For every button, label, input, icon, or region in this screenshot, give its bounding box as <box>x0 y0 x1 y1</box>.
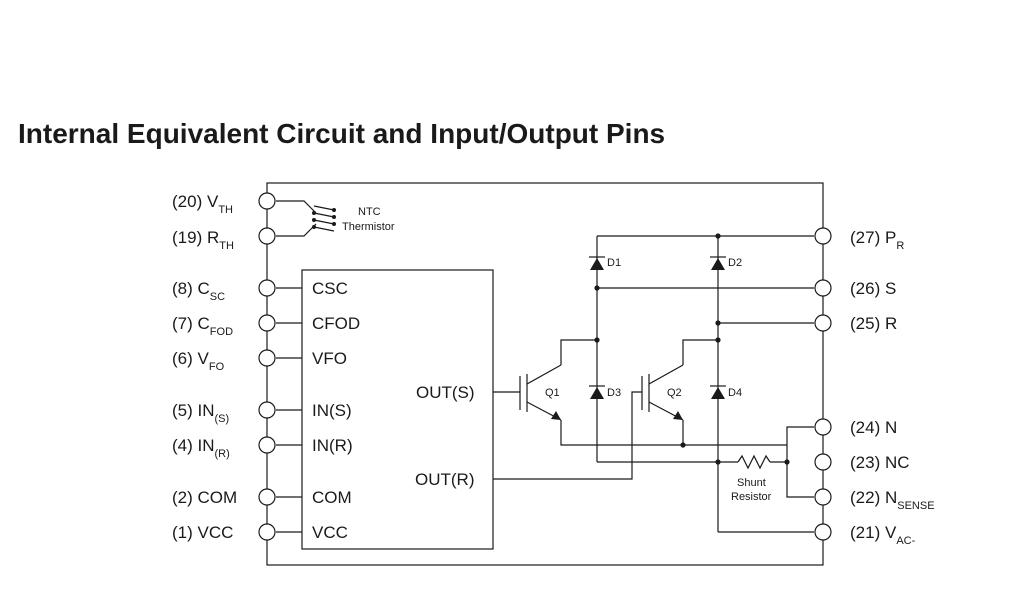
shunt-label: Shunt <box>737 477 766 489</box>
ic-out-r-label: OUT(R) <box>415 470 474 489</box>
ntc-thermistor: NTC Thermistor <box>276 200 395 237</box>
ntc-label-2: Thermistor <box>342 221 395 233</box>
right-pin-label: (22) NSENSE <box>850 488 935 512</box>
left-pin-label: (2) COM <box>172 488 237 507</box>
pin-terminal <box>258 436 276 454</box>
pin-terminal <box>258 314 276 332</box>
ic-input-label: IN(R) <box>312 436 353 455</box>
pin-terminal <box>814 488 832 506</box>
svg-text:Q2: Q2 <box>667 387 682 399</box>
ic-input-label: VCC <box>312 523 348 542</box>
diode-d3: D3 <box>589 385 621 399</box>
left-pin-label: (7) CFOD <box>172 314 233 338</box>
pin-terminal <box>814 279 832 297</box>
left-pin-label: (20) VTH <box>172 192 233 216</box>
shunt-label-2: Resistor <box>731 491 772 503</box>
left-pin-labels: (20) VTH (19) RTH (8) CSC (7) CFOD (6) V… <box>172 192 237 542</box>
pin-terminal <box>814 227 832 245</box>
svg-text:D4: D4 <box>728 387 742 399</box>
pin-terminal <box>258 349 276 367</box>
pin-terminal <box>814 418 832 436</box>
pin-terminal <box>258 227 276 245</box>
diode-d2: D2 <box>710 256 742 270</box>
ic-input-label: COM <box>312 488 352 507</box>
right-pin-label: (24) N <box>850 418 897 437</box>
svg-text:D2: D2 <box>728 257 742 269</box>
ic-input-label: IN(S) <box>312 401 352 420</box>
right-terminals <box>814 227 832 541</box>
pin-terminal <box>258 488 276 506</box>
ic-input-label: CSC <box>312 279 348 298</box>
pin-terminal <box>258 401 276 419</box>
right-pin-label: (21) VAC- <box>850 523 916 547</box>
svg-text:Q1: Q1 <box>545 387 560 399</box>
left-pin-label: (19) RTH <box>172 228 234 252</box>
pin-terminal <box>814 453 832 471</box>
power-stage-wires <box>493 235 814 533</box>
svg-text:D3: D3 <box>607 387 621 399</box>
diode-d1: D1 <box>589 256 621 270</box>
pin-terminal <box>258 279 276 297</box>
svg-text:D1: D1 <box>607 257 621 269</box>
left-pin-label: (1) VCC <box>172 523 233 542</box>
junction-dots <box>594 233 790 465</box>
ic-input-labels: CSC CFOD VFO IN(S) IN(R) COM VCC <box>312 279 360 542</box>
ic-input-label: CFOD <box>312 314 360 333</box>
left-terminals <box>258 192 276 541</box>
diode-d4: D4 <box>710 385 742 399</box>
left-pin-label: (8) CSC <box>172 279 225 303</box>
ic-pin-wires <box>276 287 302 533</box>
pin-terminal <box>258 523 276 541</box>
transistor-q2: Q2 <box>667 387 683 420</box>
right-pin-label: (26) S <box>850 279 896 298</box>
page-title: Internal Equivalent Circuit and Input/Ou… <box>18 118 666 149</box>
right-pin-label: (27) PR <box>850 228 904 252</box>
left-pin-label: (5) IN(S) <box>172 401 229 425</box>
pin-terminal <box>814 314 832 332</box>
pin-terminal <box>258 192 276 210</box>
right-pin-labels: (27) PR (26) S (25) R (24) N (23) NC (22… <box>850 228 935 547</box>
module-outline <box>266 182 824 566</box>
ntc-label: NTC <box>358 206 381 218</box>
left-pin-label: (6) VFO <box>172 349 225 373</box>
right-pin-label: (23) NC <box>850 453 910 472</box>
ic-input-label: VFO <box>312 349 347 368</box>
pin-terminal <box>814 523 832 541</box>
left-pin-label: (4) IN(R) <box>172 436 230 460</box>
transistor-q1: Q1 <box>545 387 561 420</box>
ic-out-s-label: OUT(S) <box>416 383 475 402</box>
right-pin-label: (25) R <box>850 314 897 333</box>
